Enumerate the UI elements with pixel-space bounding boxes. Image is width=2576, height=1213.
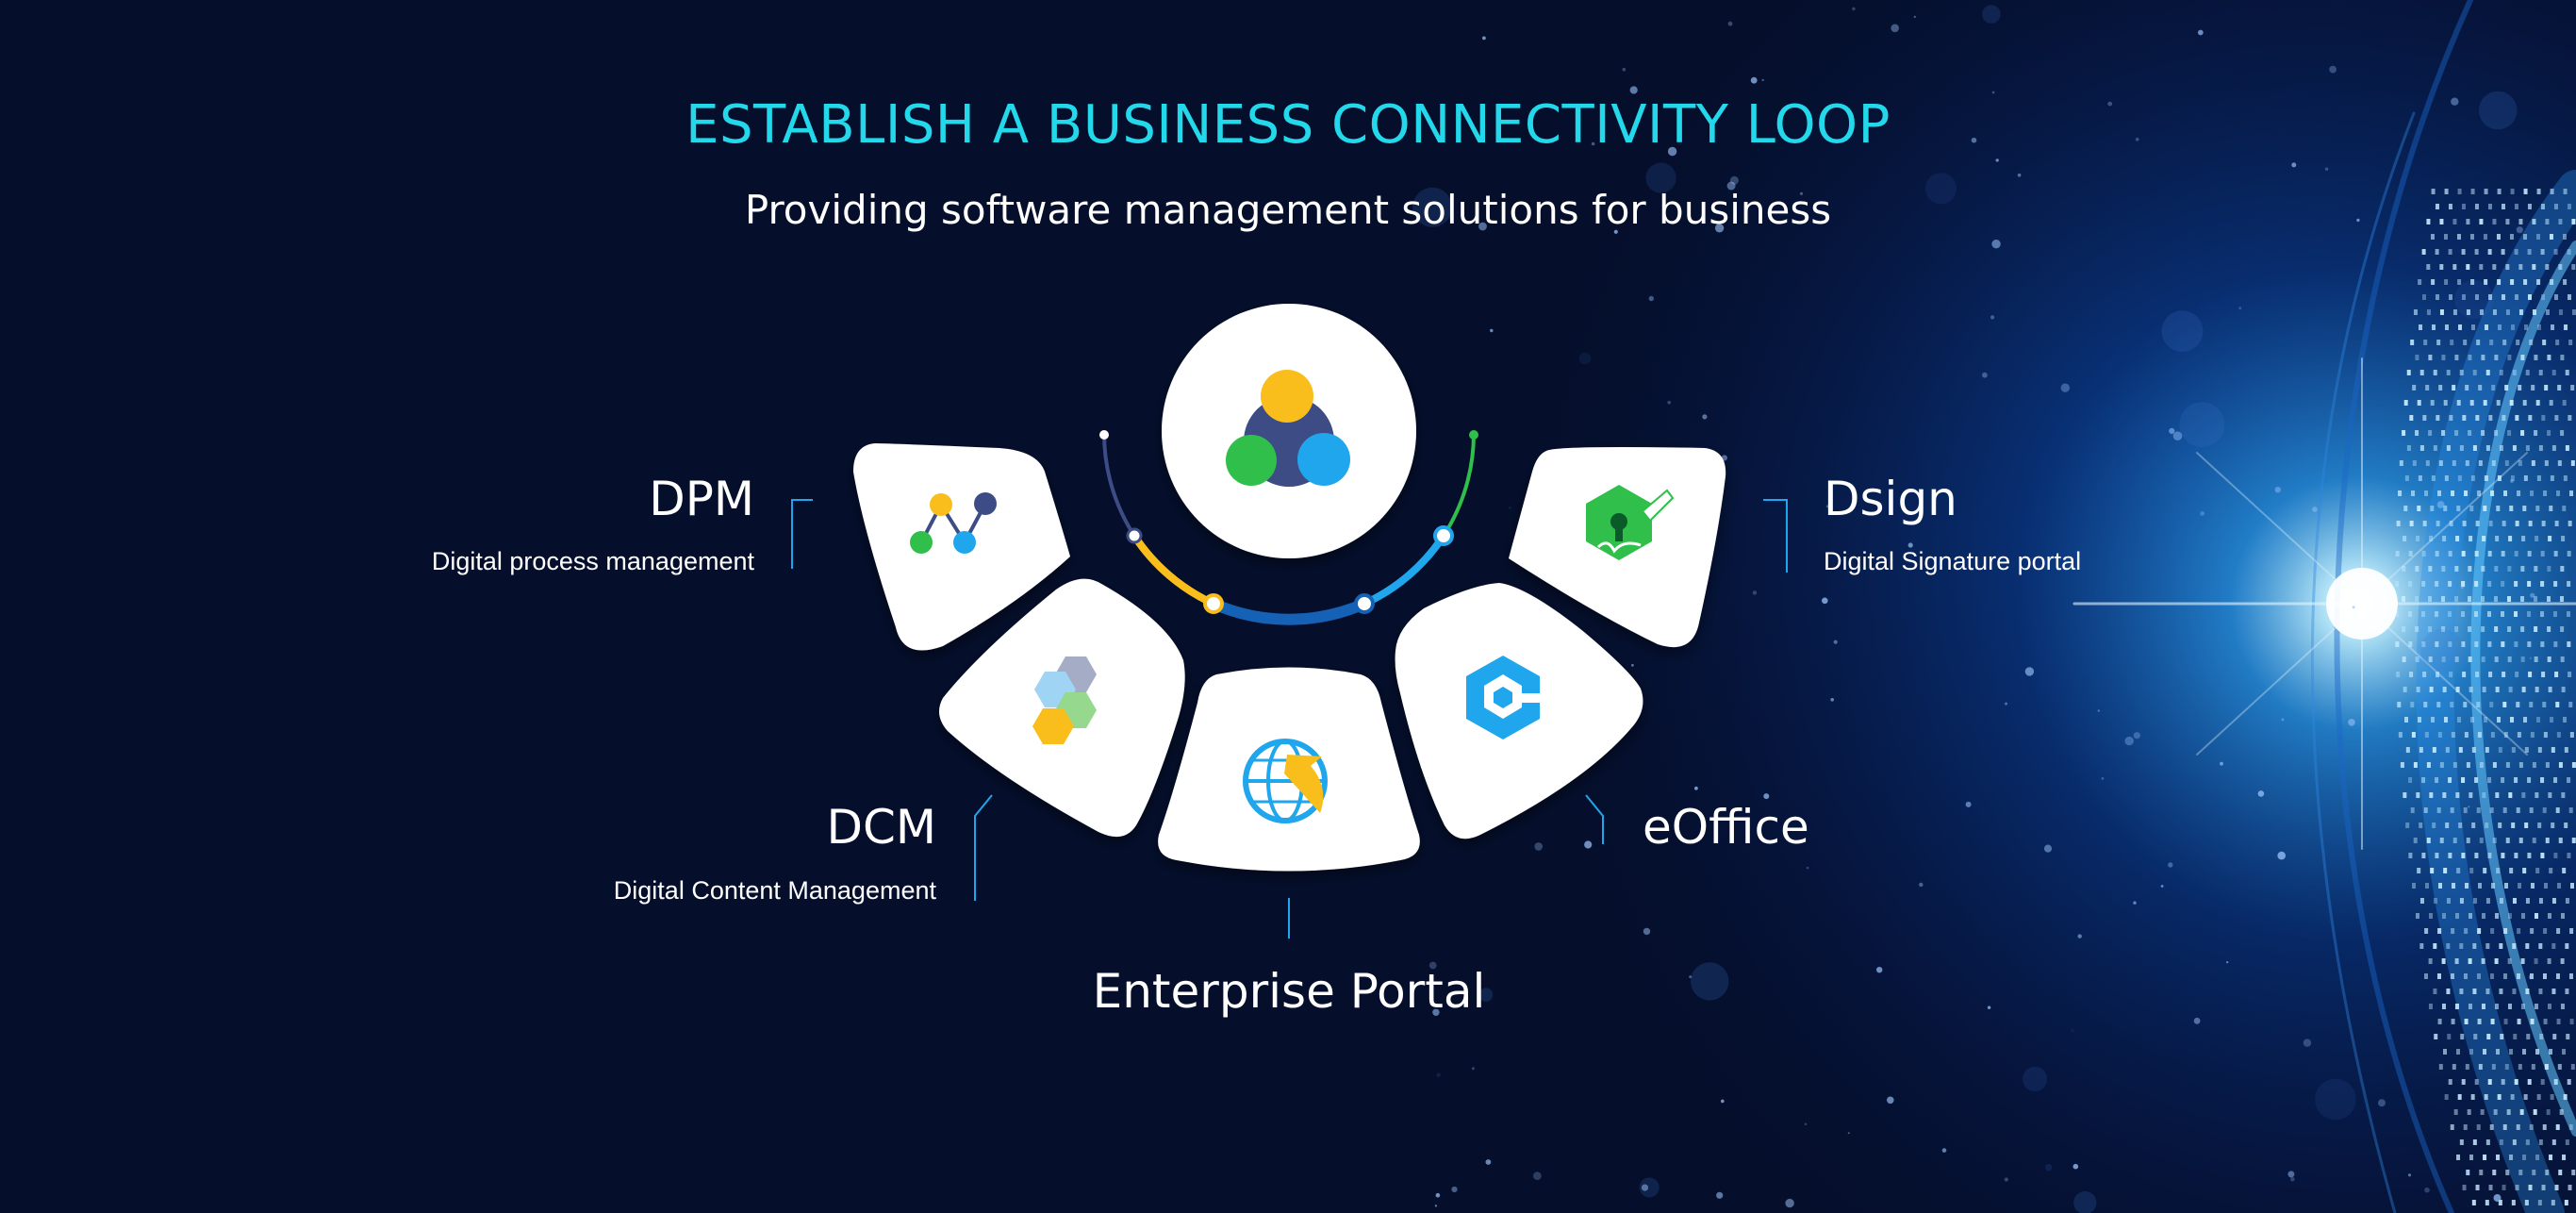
enterprise-portal-title: Enterprise Portal — [1092, 964, 1486, 1019]
dcm-title: DCM — [826, 800, 936, 855]
e-cube-icon — [1466, 656, 1543, 739]
dsign-card[interactable] — [1509, 447, 1726, 648]
dcm-card[interactable] — [939, 578, 1185, 838]
eoffice-title: eOffice — [1643, 800, 1809, 855]
hexagon-cluster-icon — [1032, 656, 1097, 744]
core-node — [1162, 304, 1416, 558]
portal-card[interactable] — [1158, 667, 1420, 872]
dsign-title: Dsign — [1824, 472, 1957, 526]
subheadline: Providing software management solutions … — [744, 187, 1832, 233]
dcm-description: Digital Content Management — [613, 876, 936, 905]
dpm-description: Digital process management — [431, 547, 754, 575]
label-connectors — [791, 499, 1788, 939]
eoffice-card[interactable] — [1395, 583, 1643, 839]
connector-arc — [1099, 430, 1478, 625]
dsign-description: Digital Signature portal — [1824, 547, 2082, 575]
headline: ESTABLISH A BUSINESS CONNECTIVITY LOOP — [685, 94, 1891, 156]
line-chart-nodes-icon — [910, 492, 997, 554]
dpm-title: DPM — [649, 472, 754, 526]
three-circles-logo-icon — [1226, 370, 1350, 487]
dpm-card[interactable] — [853, 443, 1070, 651]
globe-arrow-icon — [1243, 739, 1328, 823]
signature-hexagon-icon — [1586, 485, 1675, 560]
